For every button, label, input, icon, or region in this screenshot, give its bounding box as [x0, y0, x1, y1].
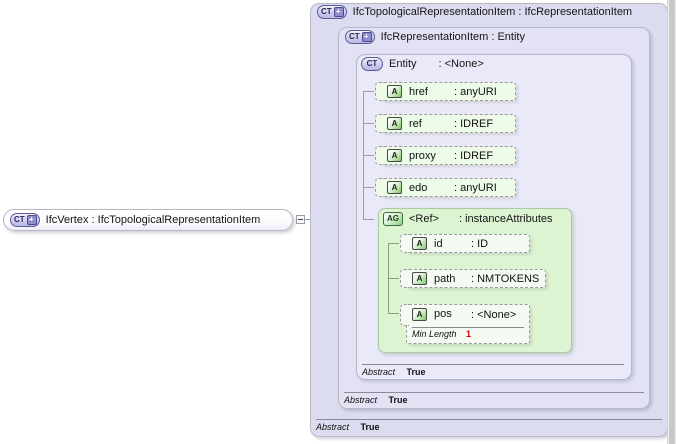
- ct-badge-label: CT: [14, 215, 25, 224]
- attribute-type: : IDREF: [454, 117, 494, 130]
- abstract-value: True: [360, 422, 380, 432]
- attribute-nose: [375, 114, 384, 133]
- attribute-nose: [375, 178, 384, 197]
- entity-abstract-footer: Abstract True: [362, 364, 624, 377]
- attribute-row-id[interactable]: A id : ID: [400, 234, 530, 253]
- entity-tree-stub-group: [363, 219, 374, 220]
- attribute-icon: A: [412, 272, 427, 285]
- attribute-name: href: [409, 85, 428, 98]
- attribute-nose: [400, 234, 409, 253]
- root-node-expander[interactable]: [296, 215, 305, 224]
- attribute-type: : anyURI: [454, 181, 497, 194]
- attribute-icon: A: [412, 308, 427, 321]
- attribute-name: proxy: [409, 149, 436, 162]
- abstract-label: Abstract: [316, 422, 350, 432]
- group-tree-stub-path: [388, 278, 399, 279]
- attribute-type: : anyURI: [454, 85, 497, 98]
- abstract-value: True: [388, 395, 408, 405]
- root-node-ifcvertex[interactable]: CT IfcVertex : IfcTopologicalRepresentat…: [3, 209, 293, 231]
- group-tree-stub-id: [388, 243, 399, 244]
- plus-icon: [26, 215, 37, 225]
- attribute-icon: A: [387, 85, 402, 98]
- attribute-group-name: <Ref>: [409, 213, 439, 225]
- attribute-nose: [400, 269, 409, 288]
- attribute-group-header: AG <Ref> : instanceAttributes: [383, 212, 553, 226]
- attribute-icon: A: [387, 181, 402, 194]
- entity-tree-stub-edo: [363, 187, 374, 188]
- root-node-label: IfcVertex : IfcTopologicalRepresentation…: [45, 214, 261, 226]
- entity-type-header: CT Entity : <None>: [361, 57, 484, 71]
- plus-icon: [333, 7, 344, 17]
- abstract-label: Abstract: [362, 367, 396, 377]
- ct-badge-label: CT: [321, 7, 332, 16]
- attribute-type: : <None>: [471, 309, 517, 321]
- attribute-row-proxy[interactable]: A proxy : IDREF: [375, 146, 516, 165]
- attribute-row-edo[interactable]: A edo : anyURI: [375, 178, 516, 197]
- attribute-row-ref[interactable]: A ref : IDREF: [375, 114, 516, 133]
- entity-tree-stub-proxy: [363, 155, 374, 156]
- vertical-scrollbar[interactable]: [667, 0, 676, 444]
- complex-type-icon: CT: [345, 30, 375, 44]
- attribute-nose: [400, 304, 409, 326]
- entity-type-type: : <None>: [438, 58, 484, 70]
- attribute-type: : IDREF: [454, 149, 494, 162]
- middle-type-header: CT IfcRepresentationItem : Entity: [345, 30, 525, 44]
- complex-type-icon: CT: [317, 5, 347, 19]
- attribute-type: : ID: [471, 237, 489, 250]
- attribute-nose: [375, 82, 384, 101]
- outer-type-header: CT IfcTopologicalRepresentationItem : If…: [317, 5, 632, 19]
- attribute-icon: A: [412, 237, 427, 250]
- ct-badge-label: CT: [349, 32, 360, 41]
- attribute-name: id: [434, 237, 443, 250]
- abstract-label: Abstract: [344, 395, 378, 405]
- attribute-group-type: : instanceAttributes: [458, 213, 553, 225]
- group-tree-stub-pos: [388, 313, 399, 314]
- outer-type-label: IfcTopologicalRepresentationItem : IfcRe…: [352, 6, 633, 18]
- entity-tree-stub-href: [363, 91, 374, 92]
- facet-min-length: Min Length 1: [412, 327, 524, 339]
- attribute-icon: A: [387, 117, 402, 130]
- complex-type-icon: CT: [10, 213, 40, 227]
- attribute-row-path[interactable]: A path : NMTOKENS: [400, 269, 546, 288]
- plus-icon: [361, 32, 372, 42]
- attribute-name: ref: [409, 117, 422, 130]
- outer-type-abstract-footer: Abstract True: [316, 419, 662, 432]
- attribute-nose: [375, 146, 384, 165]
- attribute-icon: A: [387, 149, 402, 162]
- middle-type-abstract-footer: Abstract True: [344, 392, 644, 405]
- ct-badge-label: CT: [366, 59, 378, 68]
- entity-tree-stub-ref: [363, 123, 374, 124]
- complex-type-icon: CT: [361, 57, 383, 71]
- attribute-row-href[interactable]: A href : anyURI: [375, 82, 516, 101]
- facet-name: Min Length: [412, 329, 457, 339]
- attribute-name: edo: [409, 181, 428, 194]
- attribute-name: path: [434, 272, 456, 285]
- facet-value: 1: [466, 329, 472, 339]
- abstract-value: True: [406, 367, 426, 377]
- attribute-group-icon: AG: [383, 212, 403, 226]
- attribute-row-pos[interactable]: A pos : <None> Min Length 1: [400, 304, 530, 344]
- entity-type-name: Entity: [389, 58, 417, 70]
- scrollbar-thumb[interactable]: [669, 0, 675, 444]
- middle-type-label: IfcRepresentationItem : Entity: [380, 31, 525, 43]
- attribute-type: : NMTOKENS: [471, 272, 540, 285]
- attribute-name: pos: [434, 308, 452, 320]
